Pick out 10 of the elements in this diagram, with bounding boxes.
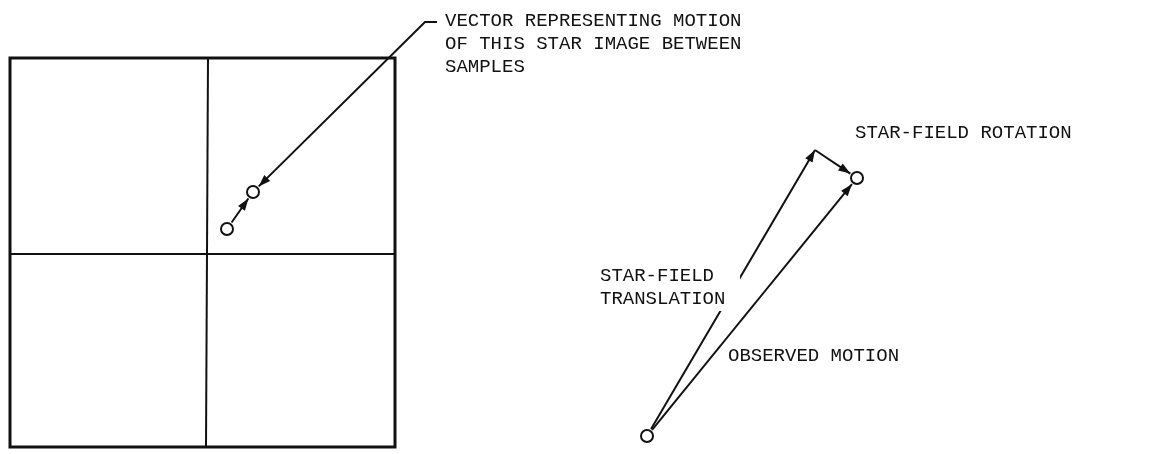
star-image-circle — [640, 429, 654, 443]
star-image-circle — [220, 222, 234, 236]
vector-arrow — [814, 149, 852, 175]
callout-text: VECTOR REPRESENTING MOTION OF THIS STAR IMAGE BETWEEN SAMPLES — [445, 10, 755, 79]
vector-arrow — [650, 149, 816, 431]
leader-line — [257, 21, 438, 188]
vector-arrow — [651, 183, 853, 431]
star-image-circle — [850, 171, 864, 185]
vector-arrow — [230, 197, 250, 224]
star-image-circle — [246, 185, 260, 199]
